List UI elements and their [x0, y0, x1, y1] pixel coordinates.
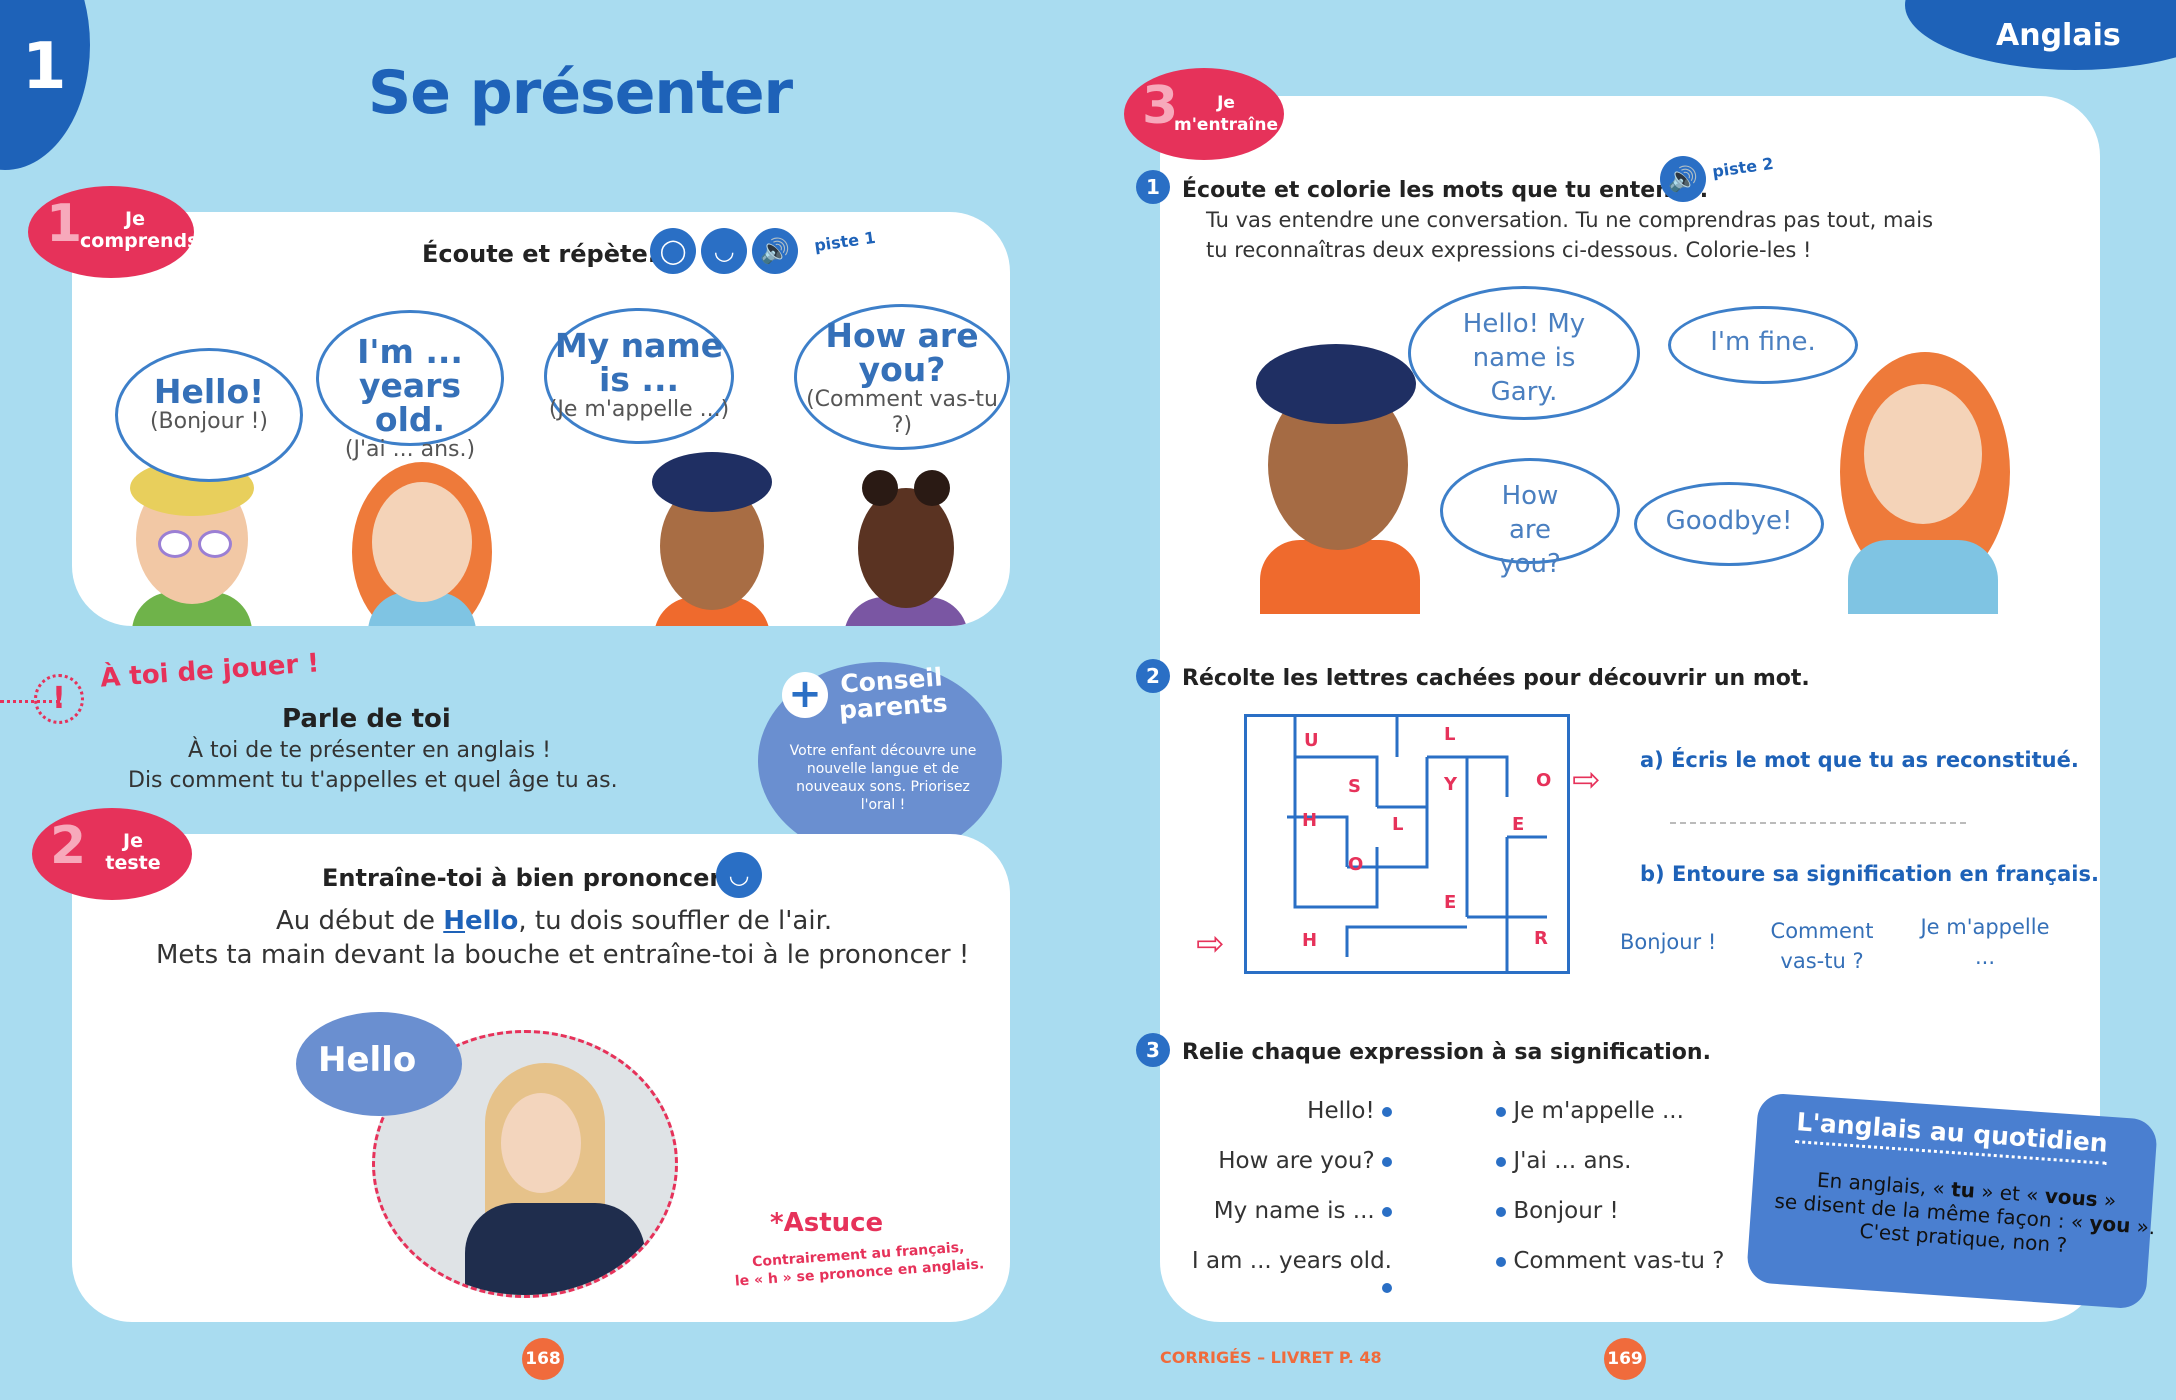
- corriges-footer: CORRIGÉS – LIVRET P. 48: [1160, 1348, 1382, 1367]
- ex1-bubble-how: How are you?: [1440, 458, 1620, 579]
- plus-icon: +: [782, 672, 828, 718]
- play-banner: À toi de jouer !: [99, 648, 321, 694]
- ex3-right-3[interactable]: Comment vas-tu ?: [1496, 1248, 1724, 1274]
- ex1-bubble-goodbye: Goodbye!: [1634, 482, 1824, 566]
- mouth-icon-2: ◡: [716, 852, 762, 898]
- ex2-b-label: b) Entoure sa signification en français.: [1640, 862, 2099, 886]
- tip-title: *Astuce: [770, 1208, 884, 1238]
- bubble-hello: Hello! (Bonjour !): [115, 348, 303, 482]
- ex1-number: 1: [1136, 170, 1170, 204]
- ex1-line1: Tu vas entendre une conversation. Tu ne …: [1206, 208, 1934, 232]
- maze-exit-arrow-icon: ⇨: [1572, 760, 1601, 800]
- ex2-choice-bonjour[interactable]: Bonjour !: [1620, 930, 1717, 954]
- photo-bubble-text: Hello: [318, 1040, 417, 1080]
- ex2-a-label: a) Écris le mot que tu as reconstitué.: [1640, 748, 2079, 772]
- ex1-speaker-icon[interactable]: 🔊: [1660, 156, 1706, 202]
- ex3-right-0[interactable]: Je m'appelle ...: [1496, 1098, 1684, 1124]
- play-line1: À toi de te présenter en anglais !: [188, 738, 551, 763]
- conseil-body: Votre enfant découvre une nouvelle langu…: [789, 743, 977, 813]
- maze-entry-arrow-icon: ⇨: [1196, 924, 1225, 964]
- play-title: Parle de toi: [282, 704, 451, 734]
- bubble-years-old: I'm ... years old. (J'ai ... ans.): [316, 310, 504, 462]
- play-line2: Dis comment tu t'appelles et quel âge tu…: [128, 768, 618, 793]
- ex2-number: 2: [1136, 659, 1170, 693]
- ex3-left-1[interactable]: How are you?: [1180, 1148, 1392, 1174]
- play-exclamation-icon: !: [34, 674, 84, 724]
- ex3-right-1[interactable]: J'ai ... ans.: [1496, 1148, 1631, 1174]
- ex3-left-3[interactable]: I am ... years old.: [1180, 1248, 1392, 1300]
- photo-bubble: [296, 1012, 462, 1116]
- ex3-number: 3: [1136, 1033, 1170, 1067]
- ex3-left-2[interactable]: My name is ...: [1180, 1198, 1392, 1224]
- ex2-instruction: Récolte les lettres cachées pour découvr…: [1182, 666, 1810, 691]
- section1-audio-icons: ◯ ◡ 🔊: [650, 228, 799, 274]
- ex2-choice-appelle[interactable]: Je m'appelle ...: [1920, 915, 2050, 969]
- ex3-instruction: Relie chaque expression à sa significati…: [1182, 1040, 1711, 1065]
- ex1-instruction: Écoute et colorie les mots que tu entend…: [1182, 178, 1709, 203]
- speaker-icon[interactable]: 🔊: [752, 228, 799, 274]
- ex2-answer-line[interactable]: [1670, 822, 1966, 824]
- maze: [1244, 714, 1570, 974]
- ex1-bubble-fine: I'm fine.: [1668, 306, 1858, 384]
- ex2-choice-comment[interactable]: Comment vas-tu ?: [1770, 919, 1874, 973]
- ex3-left-0[interactable]: Hello!: [1180, 1098, 1392, 1124]
- ear-icon: ◯: [650, 228, 696, 274]
- bubble-my-name: My name is ... (Je m'appelle ...): [544, 308, 734, 444]
- page-title: Se présenter: [368, 58, 793, 128]
- section2-instruction: Entraîne-toi à bien prononcer.: [322, 864, 727, 892]
- maze-letters: U L S Y O H L E O E H R: [1302, 724, 1552, 951]
- mouth-icon: ◡: [701, 228, 748, 274]
- chapter-number: 1: [22, 30, 67, 104]
- ex1-line2: tu reconnaîtras deux expressions ci-dess…: [1206, 238, 1812, 262]
- ex1-bubble-hello: Hello! My name is Gary.: [1408, 286, 1640, 420]
- page-number-right: 169: [1604, 1338, 1646, 1380]
- page-number-left: 168: [522, 1338, 564, 1380]
- section2-line1: Au début de Hello, tu dois souffler de l…: [276, 906, 833, 936]
- subject-tab-label: Anglais: [1996, 18, 2121, 53]
- section1-instruction: Écoute et répète.: [422, 240, 657, 268]
- bubble-how-are-you: How are you? (Comment vas-tu ?): [794, 304, 1010, 450]
- play-divider: [0, 700, 60, 703]
- section2-line2: Mets ta main devant la bouche et entraîn…: [156, 940, 970, 970]
- ex3-right-2[interactable]: Bonjour !: [1496, 1198, 1619, 1224]
